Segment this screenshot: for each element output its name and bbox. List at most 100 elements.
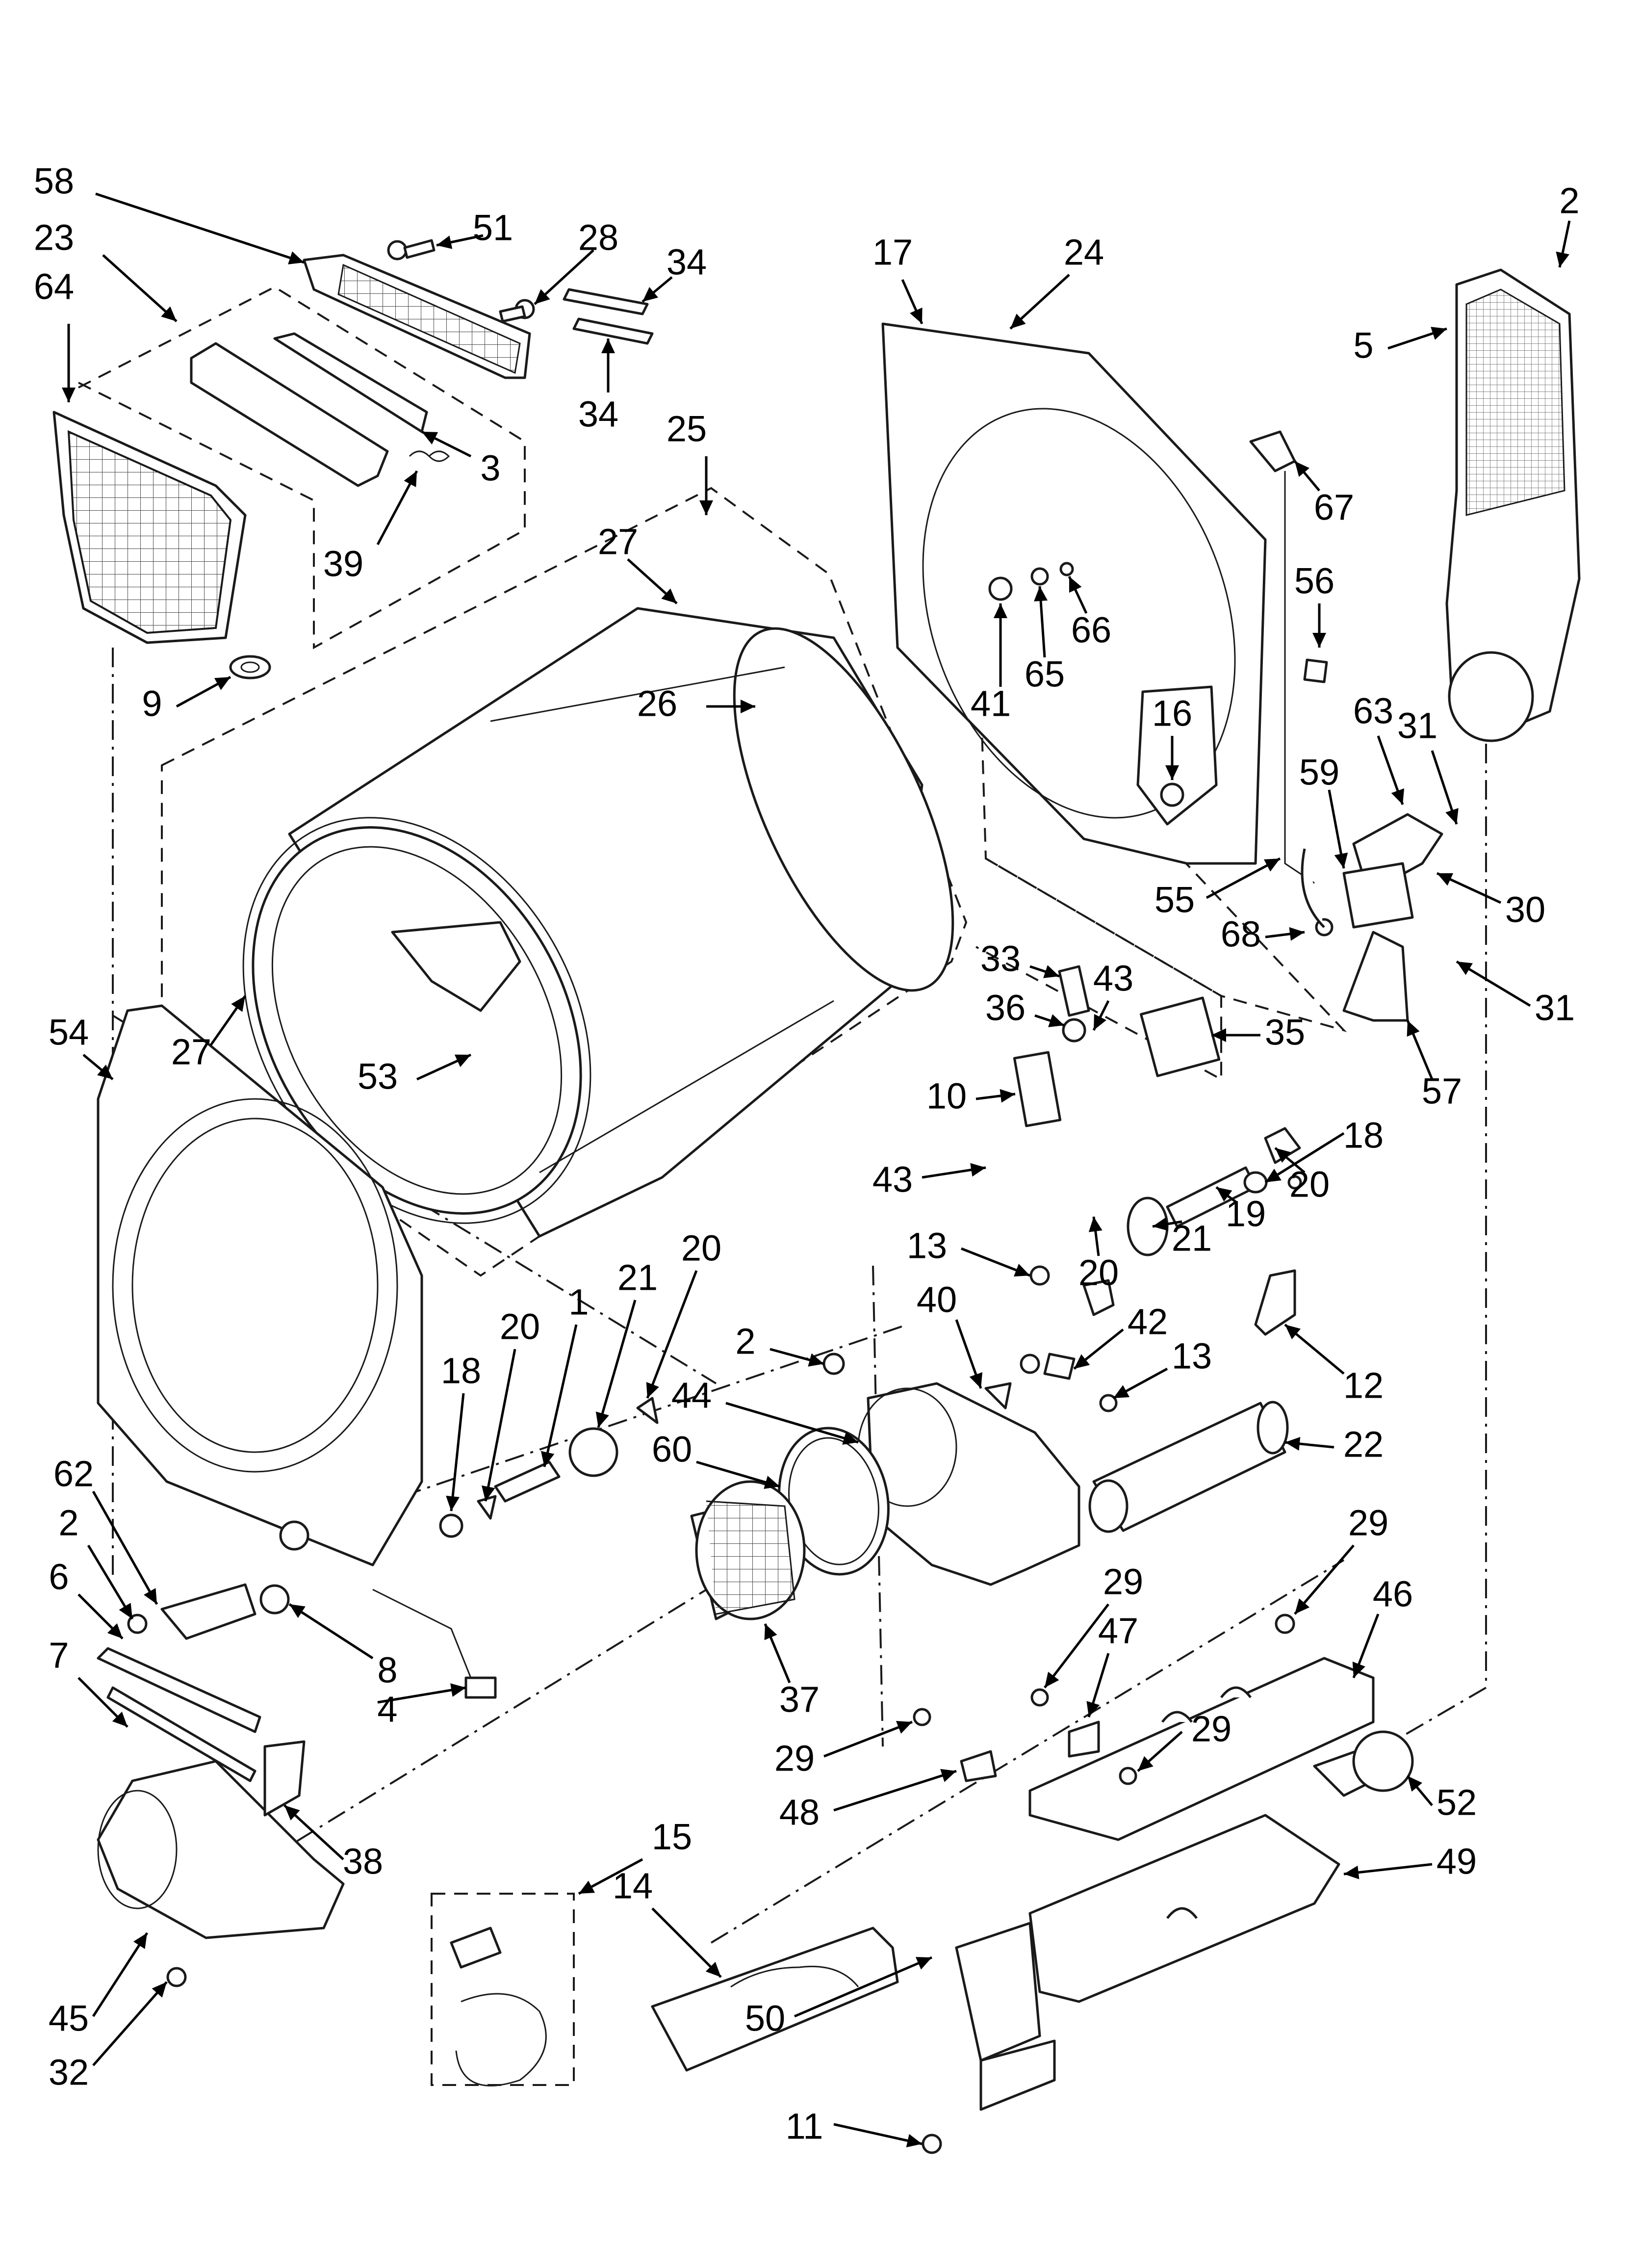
screws-29 — [913, 1614, 1295, 1785]
part-callout-label: 66 — [1071, 610, 1111, 651]
part-callout-label: 32 — [49, 2052, 89, 2093]
leader-line — [725, 1402, 859, 1444]
sensor-8 — [259, 1584, 290, 1615]
part-callout-label: 27 — [171, 1032, 211, 1072]
part-callout-label: 36 — [985, 988, 1026, 1028]
screws-13-42-40 — [984, 1265, 1118, 1412]
part-callout-label: 60 — [652, 1429, 692, 1470]
leader-arrowhead — [1211, 1028, 1226, 1042]
leader-arrowhead — [1010, 313, 1026, 329]
leader-arrowhead — [62, 388, 76, 402]
part-callout-label: 12 — [1343, 1365, 1384, 1406]
part-callout-label: 2 — [735, 1321, 755, 1362]
leader-line — [597, 1300, 637, 1428]
leader-arrowhead — [1048, 1014, 1064, 1027]
leader-arrowhead — [1165, 765, 1179, 780]
leader-arrowhead — [1000, 1089, 1015, 1103]
part-callout-label: 29 — [1103, 1562, 1143, 1602]
drum-support-roller-front — [439, 1397, 659, 1538]
leader-arrowhead — [764, 1624, 777, 1641]
leader-line — [1044, 1603, 1109, 1689]
leader-arrowhead — [1074, 1354, 1090, 1369]
leader-line — [92, 1490, 158, 1605]
part-callout-label: 20 — [681, 1228, 721, 1269]
leader-arrowhead — [970, 1163, 986, 1177]
screw-2b — [822, 1353, 845, 1375]
bracket-38 — [263, 1740, 306, 1817]
leader-arrowhead — [1556, 251, 1569, 267]
part-callout-label: 45 — [49, 1998, 89, 2039]
part-callout-label: 29 — [1191, 1709, 1232, 1749]
burner-assembly — [651, 1927, 899, 2072]
leader-arrowhead — [1285, 1437, 1301, 1451]
leader-line — [1294, 1544, 1355, 1615]
part-callout-label: 67 — [1314, 487, 1354, 528]
leader-arrowhead — [1094, 1014, 1106, 1030]
part-callout-label: 20 — [500, 1306, 540, 1347]
leader-line — [1264, 1132, 1345, 1184]
part-callout-label: 24 — [1064, 232, 1104, 273]
leader-line — [833, 1770, 957, 1812]
leader-arrowhead — [404, 471, 417, 488]
screw-11 — [922, 2134, 942, 2154]
part-callout-label: 46 — [1373, 1574, 1413, 1615]
leader-arrowhead — [764, 1476, 780, 1489]
leader-arrowhead — [422, 432, 438, 444]
leader-arrowhead — [1457, 962, 1473, 975]
leader-arrowhead — [1263, 859, 1280, 872]
leader-arrowhead — [214, 677, 231, 690]
part-callout-label: 48 — [779, 1792, 820, 1833]
leader-line — [651, 1907, 722, 1978]
leader-arrowhead — [112, 1711, 128, 1727]
leader-arrowhead — [741, 700, 755, 713]
part-callout-label: 40 — [917, 1279, 957, 1320]
part-callout-label: 52 — [1437, 1782, 1477, 1823]
part-callout-label: 10 — [926, 1076, 967, 1117]
harness-4 — [372, 1589, 497, 1699]
screw-32 — [166, 1967, 187, 1987]
part-callout-label: 3 — [480, 448, 500, 489]
leader-arrowhead — [1086, 1701, 1100, 1717]
leader-arrowhead — [842, 1432, 858, 1445]
leader-arrowhead — [1407, 1020, 1420, 1037]
leader-arrowhead — [896, 1721, 912, 1734]
part-callout-label: 34 — [667, 242, 707, 283]
leader-arrowhead — [1431, 327, 1447, 340]
part-callout-label: 65 — [1025, 654, 1065, 695]
part-callout-label: 55 — [1155, 880, 1195, 920]
clip-57 — [1264, 1127, 1302, 1190]
leader-arrowhead — [642, 287, 659, 302]
part-callout-label: 37 — [779, 1679, 820, 1720]
leader-arrowhead — [152, 1982, 167, 1998]
part-callout-label: 22 — [1343, 1424, 1384, 1465]
part-callout-label: 31 — [1397, 705, 1437, 746]
part-callout-label: 33 — [980, 938, 1021, 979]
part-callout-label: 6 — [49, 1557, 69, 1597]
part-callout-label: 35 — [1265, 1012, 1305, 1053]
leader-arrowhead — [540, 1451, 555, 1467]
screw-28 — [499, 299, 535, 323]
leader-arrowhead — [994, 603, 1007, 618]
leader-arrowhead — [284, 1805, 300, 1821]
air-duct-45 — [97, 1760, 345, 1939]
part-callout-label: 2 — [58, 1503, 78, 1543]
leader-arrowhead — [1344, 1865, 1360, 1879]
leader-arrowhead — [1153, 1217, 1168, 1231]
leader-line — [1343, 1863, 1433, 1876]
part-callout-label: 17 — [872, 232, 913, 273]
leader-arrowhead — [133, 1933, 147, 1949]
rear-group-outline — [975, 534, 1347, 1081]
leader-arrowhead — [1088, 1217, 1103, 1232]
heater-box-46 — [1028, 1657, 1375, 1841]
drum-seal-27 — [242, 817, 591, 1224]
leader-arrowhead — [1216, 1187, 1232, 1202]
leader-line — [450, 1393, 465, 1512]
gas-valve-assembly — [1301, 813, 1443, 1022]
leader-arrowhead — [1445, 808, 1459, 824]
part-callout-label: 58 — [34, 161, 74, 202]
igniter-15 — [450, 1927, 547, 2086]
part-callout-label: 56 — [1294, 561, 1334, 601]
leader-arrowhead — [910, 307, 923, 324]
leader-line — [833, 2123, 923, 2145]
part-callout-label: 43 — [1093, 958, 1133, 999]
